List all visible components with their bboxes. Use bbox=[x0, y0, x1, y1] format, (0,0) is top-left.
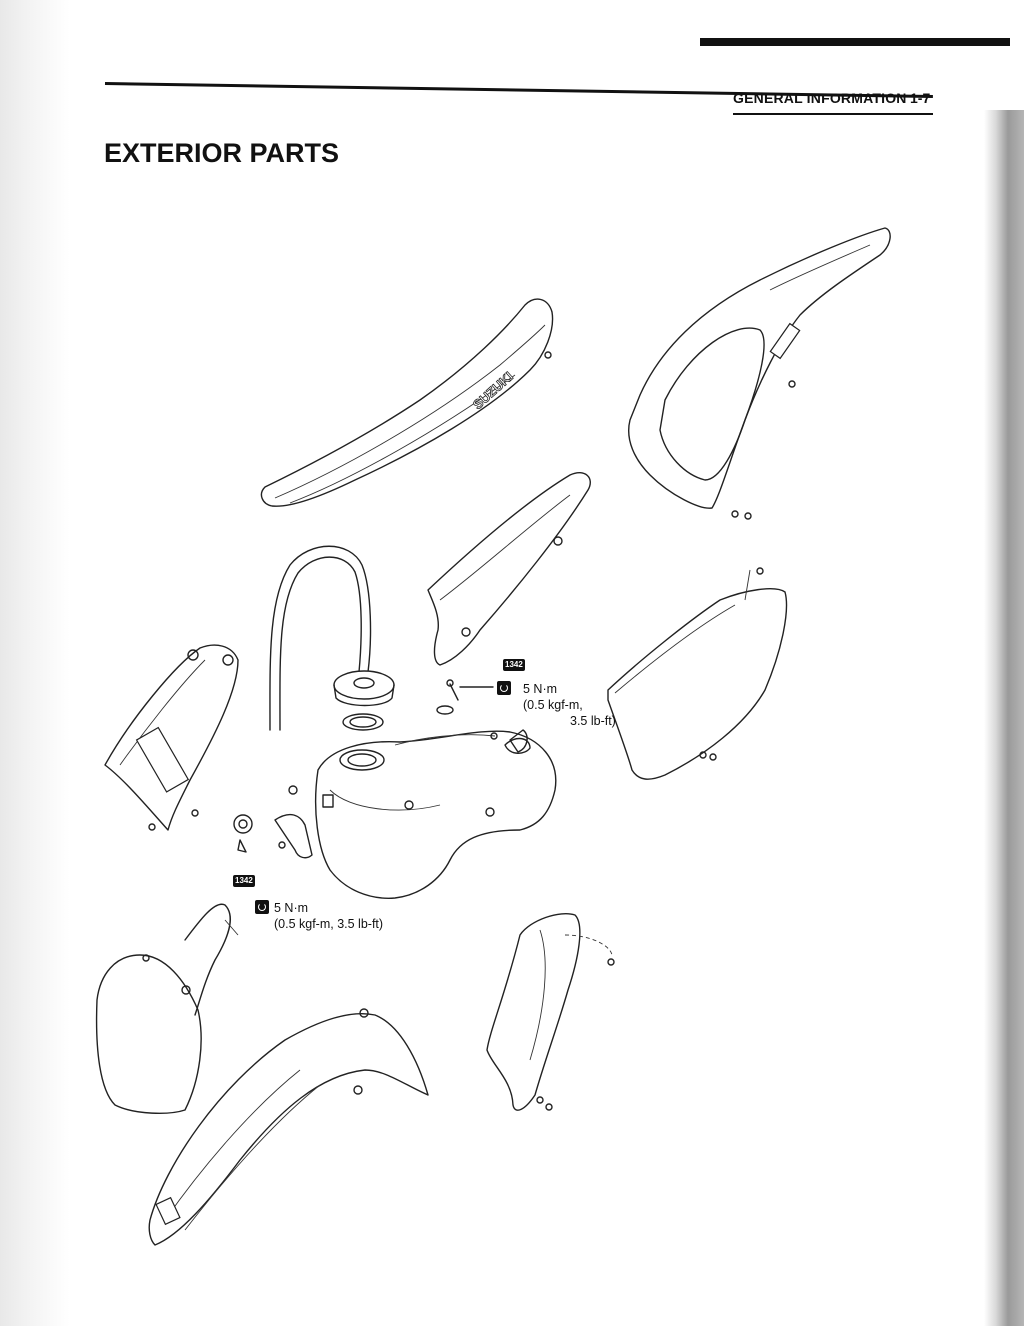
torque-spec-upper-line3: 3.5 lb-ft) bbox=[570, 714, 616, 728]
section-title: EXTERIOR PARTS bbox=[104, 138, 340, 168]
breather-hose bbox=[269, 545, 372, 731]
fuel-tank bbox=[314, 729, 557, 899]
page-number: 1-7 bbox=[910, 90, 931, 106]
seat: SUZUKI bbox=[260, 298, 554, 507]
fuel-cap bbox=[333, 670, 395, 731]
tank-bracket bbox=[233, 785, 313, 859]
torque-icon bbox=[497, 681, 511, 695]
top-rule bbox=[700, 38, 1010, 46]
left-radiator-shroud bbox=[104, 644, 239, 831]
scan-shadow-left bbox=[0, 0, 70, 1326]
thread-lock-icon: 1342 bbox=[233, 875, 255, 887]
torque-spec-lower-line2: (0.5 kgf-m, 3.5 lb-ft) bbox=[274, 917, 384, 931]
scan-shadow-right bbox=[984, 110, 1024, 1326]
right-side-cover bbox=[607, 567, 788, 780]
fork-guard bbox=[486, 913, 615, 1111]
left-side-cover bbox=[427, 472, 591, 666]
header-underline bbox=[733, 113, 933, 115]
torque-spec-lower-value: 5 N·m bbox=[274, 901, 309, 915]
tank-mount-hardware bbox=[436, 679, 531, 754]
torque-spec-upper-value: 5 N·m bbox=[523, 682, 558, 696]
running-header: GENERAL INFORMATION bbox=[733, 90, 907, 106]
front-number-plate bbox=[95, 903, 239, 1114]
rear-fender bbox=[628, 227, 891, 520]
front-fender bbox=[148, 1008, 429, 1246]
thread-lock-icon: 1342 bbox=[503, 659, 525, 671]
torque-spec-upper-line2: (0.5 kgf-m, bbox=[523, 698, 583, 712]
torque-icon bbox=[255, 900, 269, 914]
